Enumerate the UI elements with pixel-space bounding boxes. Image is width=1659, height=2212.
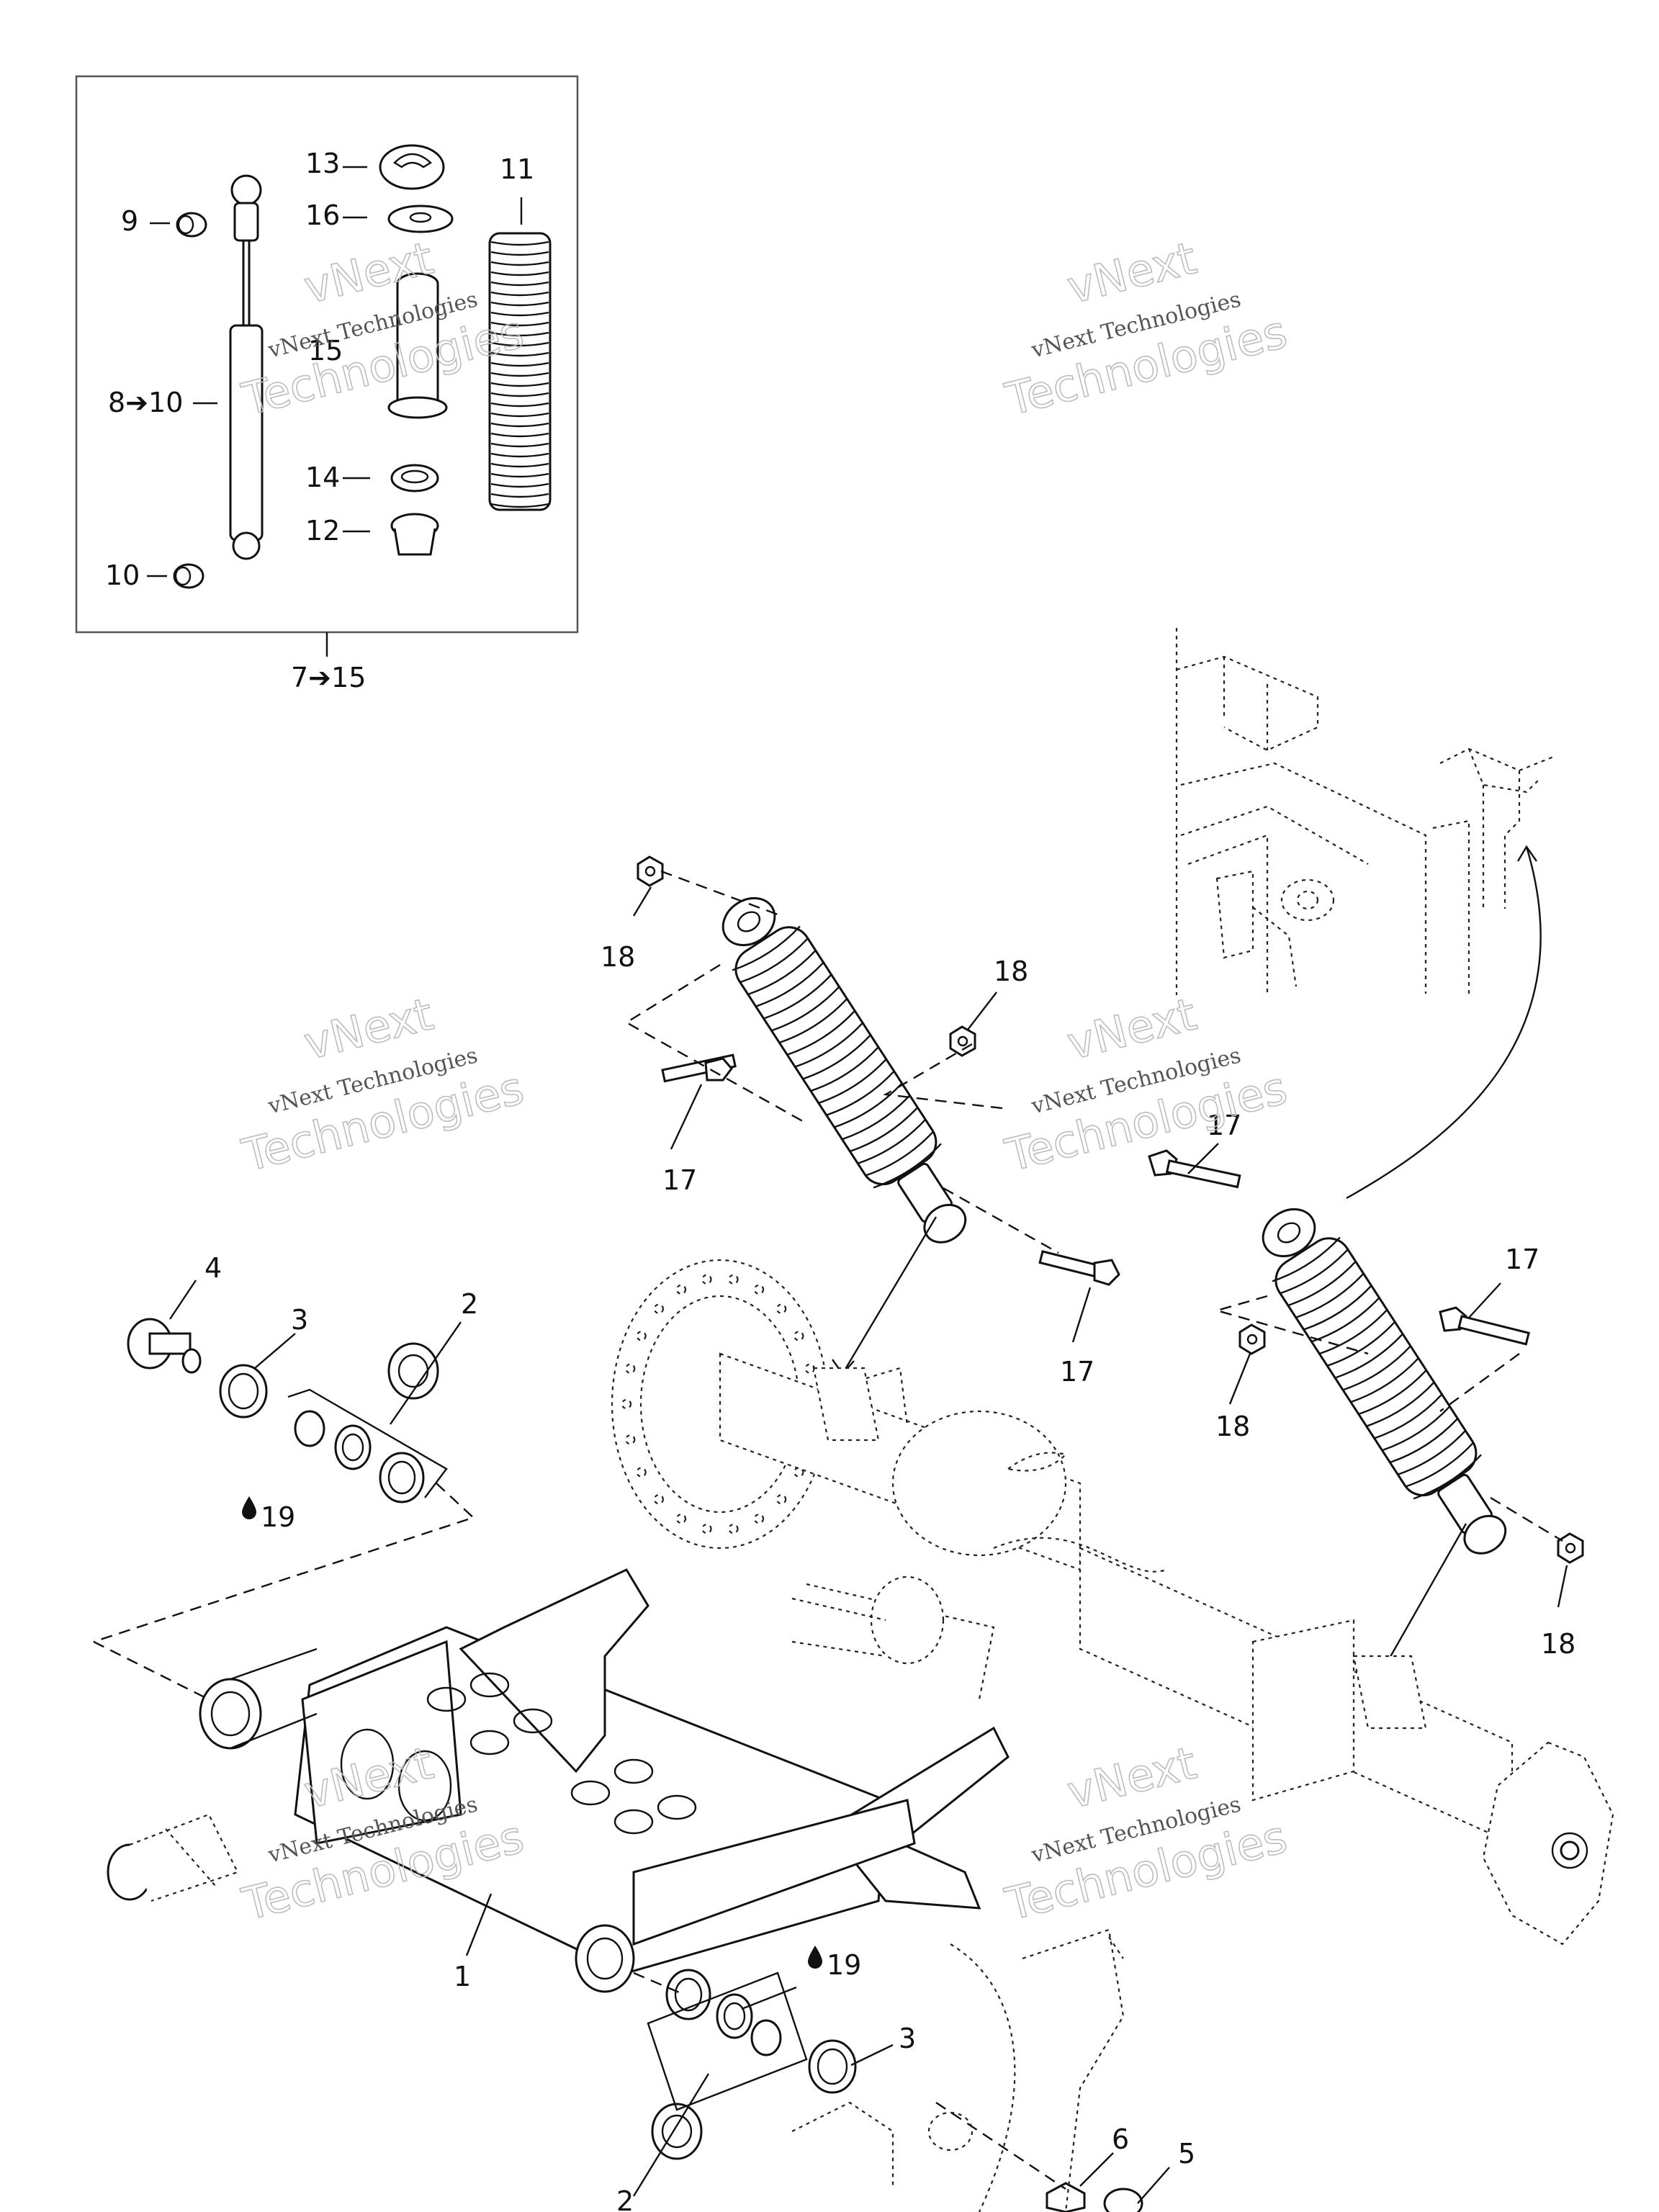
frame-mount-detail (1175, 628, 1556, 1200)
callout-15: 15 (308, 335, 343, 367)
axle-housing-assembly (611, 1259, 1614, 1946)
shock-absorber-body (229, 174, 264, 560)
bolt-17-upper (661, 1053, 737, 1083)
callout-12: 12 (305, 515, 340, 547)
callout-leaders (169, 886, 1568, 2204)
bearing-2-left (387, 1342, 439, 1400)
callout-13: 13 (305, 148, 340, 179)
callout-9: 9 (121, 205, 138, 237)
callout-8-10: 8➔10 (108, 387, 183, 418)
swing-arm-1 (199, 1568, 1010, 1993)
needle-bearing-right (716, 1993, 753, 2039)
spacer-left (294, 1410, 325, 1447)
drive-yoke (107, 1813, 239, 1902)
callout-18: 18 (1541, 1628, 1575, 1660)
shock-components-inset (75, 75, 579, 657)
seal-3-left (219, 1364, 268, 1419)
callout-17: 17 (662, 1164, 697, 1196)
rear-shock-left (721, 896, 967, 1244)
bushing-right (665, 1969, 711, 2020)
spacer-right (750, 2019, 782, 2056)
grease-drop-icon (808, 1946, 822, 1969)
callout-14: 14 (305, 462, 340, 493)
callout-17: 17 (1060, 1356, 1094, 1388)
washer-16 (387, 204, 454, 233)
nut-6 (1046, 2182, 1086, 2212)
bearing-2-right (651, 2103, 703, 2160)
nut-18-lower-right (1557, 1532, 1584, 1564)
callout-19: 19 (827, 1949, 861, 1981)
callout-18: 18 (601, 941, 635, 973)
callout-18: 18 (1215, 1411, 1250, 1442)
callout-2: 2 (461, 1288, 478, 1320)
collar-12 (390, 513, 439, 556)
callout-5: 5 (1178, 2138, 1195, 2170)
callout-6: 6 (1112, 2123, 1129, 2155)
bolt-5 (1103, 2188, 1143, 2212)
bolt-17-right-lower (1439, 1306, 1530, 1346)
pivot-bolt-4 (127, 1318, 202, 1374)
coil-spring-11 (488, 232, 552, 511)
dust-boot-15 (387, 272, 448, 419)
spring-retainer-13 (379, 144, 445, 190)
callout-10: 10 (105, 559, 140, 591)
right-pivot-hardware (633, 1928, 1143, 2212)
rear-shock-right (1262, 1208, 1507, 1555)
left-pivot-hardware (93, 1318, 476, 1701)
nut-18-upper-left (637, 855, 664, 887)
callout-19: 19 (261, 1501, 295, 1533)
grease-drop-icon (242, 1496, 256, 1519)
callout-4: 4 (204, 1252, 222, 1284)
nut-18-right (1238, 1323, 1266, 1355)
bolt-17-right-upper (1148, 1149, 1241, 1189)
seal-3-right (808, 2039, 857, 2094)
bushing-9 (176, 212, 207, 238)
callout-3: 3 (899, 2023, 916, 2054)
needle-bearing-left (334, 1424, 372, 1470)
callout-18: 18 (994, 956, 1028, 987)
bolt-17-lower (1038, 1250, 1120, 1286)
bushing-left (379, 1452, 425, 1503)
callout-17: 17 (1207, 1110, 1241, 1141)
ring-14 (390, 464, 439, 493)
callout-11: 11 (500, 153, 534, 185)
callout-3: 3 (291, 1304, 308, 1336)
callout-2: 2 (616, 2185, 634, 2212)
nut-18-mid (949, 1025, 976, 1057)
bushing-10 (173, 563, 204, 589)
callout-17: 17 (1505, 1244, 1539, 1275)
shock-fasteners (624, 855, 1584, 1672)
callout-1: 1 (454, 1961, 471, 1992)
callout-16: 16 (305, 199, 340, 231)
callout-labels: 13 16 11 9 15 8➔10 14 12 10 7➔15 18 18 1… (105, 148, 1575, 2212)
callout-7-15: 7➔15 (291, 662, 366, 693)
